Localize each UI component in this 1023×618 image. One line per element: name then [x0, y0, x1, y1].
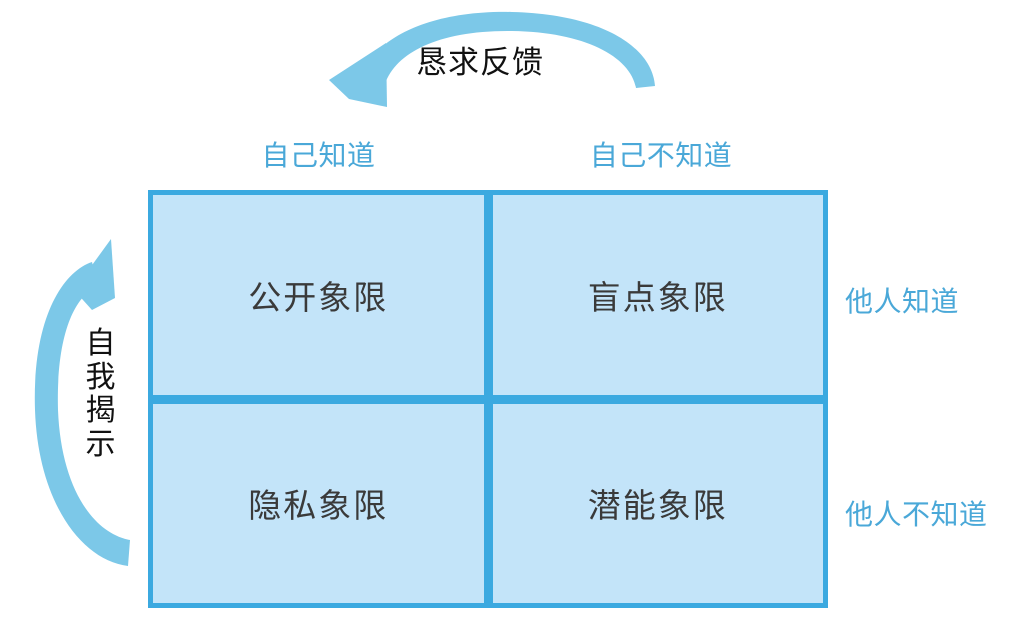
row-label-other-unknown: 他人不知道: [845, 499, 988, 530]
row-label-other-known: 他人知道: [845, 286, 960, 317]
quadrant-blind[interactable]: 盲点象限: [492, 195, 823, 395]
quadrant-unknown-label: 潜能象限: [587, 487, 728, 525]
column-label-self-known: 自己知道: [261, 140, 376, 171]
column-label-self-unknown: 自己不知道: [589, 140, 733, 171]
quadrant-open[interactable]: 公开象限: [153, 195, 484, 395]
quadrant-hidden[interactable]: 隐私象限: [153, 403, 484, 603]
top-arrow-caption: 恳求反馈: [416, 45, 544, 80]
quadrant-hidden-label: 隐私象限: [248, 487, 389, 525]
johari-grid: 公开象限 盲点象限 隐私象限 潜能象限: [148, 190, 828, 608]
quadrant-blind-label: 盲点象限: [587, 278, 728, 316]
quadrant-open-label: 公开象限: [248, 278, 389, 316]
quadrant-unknown[interactable]: 潜能象限: [492, 403, 823, 603]
left-arrow-caption: 自我揭示: [85, 327, 117, 461]
